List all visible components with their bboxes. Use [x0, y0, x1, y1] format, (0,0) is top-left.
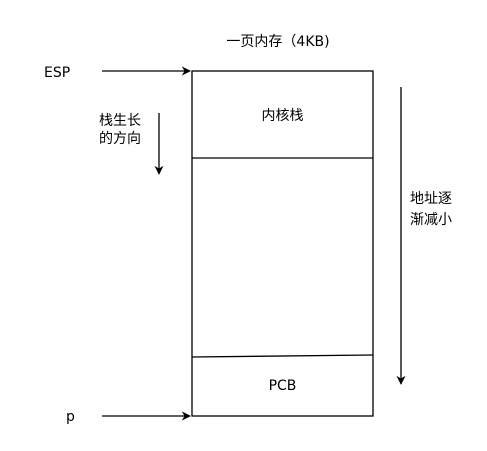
- kernel-stack-label: 内核栈: [261, 108, 304, 124]
- stack-growth-label-line1: 栈生长: [99, 113, 141, 129]
- esp-label: ESP: [44, 65, 71, 81]
- pcb-divider: [191, 354, 374, 358]
- address-decrease-label-line2: 渐减小: [410, 212, 452, 228]
- address-decrease-label-line1: 地址逐: [410, 191, 452, 207]
- memory-page-box: [191, 70, 374, 417]
- page-title-label: 一页内存（4KB): [226, 34, 330, 50]
- pcb-label: PCB: [268, 378, 297, 394]
- stack-growth-label-line2: 的方向: [99, 131, 141, 147]
- p-pointer-label: p: [66, 409, 75, 425]
- stack-growth-label: 栈生长 的方向: [80, 112, 160, 148]
- address-decrease-label: 地址逐 渐减小: [396, 189, 466, 231]
